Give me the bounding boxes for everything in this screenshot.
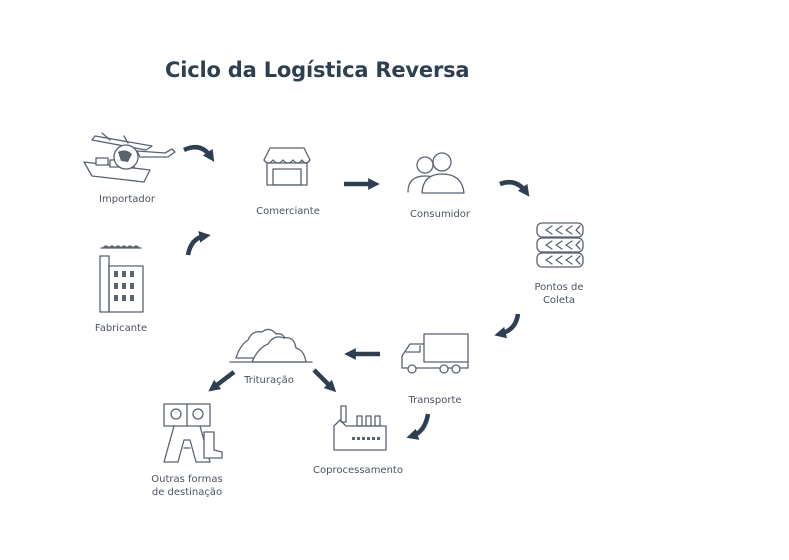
arrow-trituracao-to-coprocessamento [312, 368, 337, 393]
node-label-coprocessamento: Coprocessamento [313, 465, 403, 476]
arrow-importador-to-comerciante [183, 144, 215, 162]
factory-building-icon [99, 245, 144, 313]
crushed-pile-icon [229, 328, 313, 363]
truck-icon [401, 333, 469, 374]
node-label-transporte: Transporte [408, 395, 462, 406]
arrow-trituracao-to-outras [208, 370, 236, 392]
node-label-comerciante: Comerciante [256, 206, 320, 217]
node-label-trituracao: Trituração [244, 375, 294, 386]
arrow-consumidor-to-pontos [499, 180, 530, 197]
arrow-pontos-to-transporte [494, 313, 521, 339]
node-label-outras-line2: de destinação [151, 487, 223, 498]
arrow-transporte-to-coprocessamento [406, 413, 431, 440]
node-label-pontos-line1: Pontos de [534, 282, 584, 293]
kiln-factory-icon [333, 405, 387, 451]
collection-bins-icon [536, 222, 584, 268]
people-icon [407, 152, 465, 194]
ship-plane-import-icon [83, 132, 176, 183]
node-label-outras-line1: Outras formas [151, 474, 223, 485]
arrow-fabricante-to-comerciante [185, 231, 211, 256]
node-label-importador: Importador [99, 194, 155, 205]
diagram-title: Ciclo da Logística Reversa [165, 58, 470, 82]
storefront-icon [263, 147, 311, 186]
node-label-pontos-de-coleta: Pontos de Coleta [526, 281, 592, 307]
landfill-boots-icon [163, 403, 223, 463]
node-label-outras-formas: Outras formas de destinação [148, 473, 226, 499]
node-label-consumidor: Consumidor [409, 209, 471, 220]
node-label-fabricante: Fabricante [94, 323, 148, 334]
node-label-pontos-line2: Coleta [542, 295, 576, 306]
